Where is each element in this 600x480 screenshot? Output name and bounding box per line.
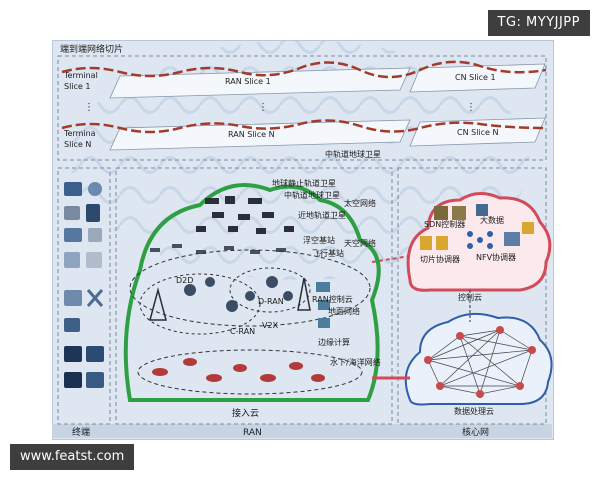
dran-ellipse	[229, 267, 311, 313]
slicing-meo-label: 中轨道地球卫星	[325, 149, 381, 159]
meo-satellite-label: 中轨道地球卫星	[284, 190, 340, 200]
aerial-bs-label: 飞行基站	[312, 248, 344, 258]
geo-satellite-label: 地球静止轨道卫星	[272, 178, 336, 188]
satellite-icons	[196, 196, 294, 234]
slice-dots-3: ⋮	[466, 102, 476, 113]
underwater-device-icons	[152, 358, 325, 382]
website-watermark: www.featst.com	[10, 444, 135, 470]
terminal-slice1-line2: Slice 1	[64, 82, 90, 91]
terminal-devices	[64, 182, 104, 388]
cn-sliceN-label: CN Slice N	[457, 128, 499, 137]
cn-slice1-label: CN Slice 1	[455, 73, 496, 82]
ground-network-label: 地面网络	[328, 306, 360, 316]
slicing-frame	[57, 55, 547, 161]
sdn-controller-label: SDN控制器	[424, 219, 465, 229]
terminal-sliceN-line1: Termina	[63, 129, 96, 138]
underwater-ellipse	[137, 349, 363, 395]
ground-device-icons	[149, 276, 330, 328]
access-cloud-outline	[123, 183, 381, 402]
ran-sliceN-plane	[109, 119, 411, 151]
dran-label: D-RAN	[258, 297, 284, 306]
cn-sliceN-plane	[409, 117, 546, 147]
terminal-column-label: 终端	[72, 426, 90, 438]
air-network-label: 天空网络	[344, 238, 376, 248]
ran-slice1-label: RAN Slice 1	[225, 77, 271, 86]
slicing-title: 端到端网络切片	[60, 43, 123, 55]
space-network-label: 太空网络	[344, 198, 376, 208]
terminal-sliceN-line2: Slice N	[64, 140, 91, 149]
underwater-network-label: 水下/海洋网络	[330, 357, 381, 367]
slice-orchestrator-label: 切片协调器	[420, 254, 460, 264]
ran-slice1-plane	[109, 67, 411, 99]
big-data-label: 大数据	[480, 215, 504, 225]
core-device-icons	[420, 204, 534, 250]
cran-ellipse	[139, 273, 261, 335]
edge-computing-label: 边缘计算	[318, 337, 350, 347]
cn-slice1-plane	[409, 63, 546, 93]
cran-label: C-RAN	[230, 327, 255, 336]
data-cloud-mesh	[427, 329, 533, 395]
data-processing-cloud-label: 数据处理云	[454, 406, 494, 416]
drone-icons	[150, 244, 286, 254]
nfv-orchestrator-label: NFV协调器	[476, 252, 516, 262]
ground-network-ellipse	[129, 249, 371, 327]
core-column-label: 核心网	[462, 426, 489, 438]
d2d-label: D2D	[176, 276, 193, 285]
background-texture	[70, 40, 530, 280]
terminal-slice1-line1: Terminal	[63, 71, 98, 80]
tg-watermark: TG: MYYJJPP	[487, 10, 590, 36]
ran-column-label: RAN	[243, 428, 262, 438]
slice1-wave	[61, 60, 547, 79]
slice-dots-2: ⋮	[258, 102, 268, 113]
leo-satellite-label: 近地轨道卫星	[298, 210, 346, 220]
ran-control-cloud-label: RAN控制云	[312, 294, 353, 304]
ran-sliceN-label: RAN Slice N	[228, 130, 275, 139]
core-column-frame	[397, 167, 547, 425]
access-cloud-label: 接入云	[232, 407, 259, 419]
v2x-label: V2X	[262, 321, 279, 330]
data-cloud-nodes	[424, 326, 536, 398]
bottom-label-strip	[52, 424, 552, 438]
sliceN-wave	[61, 119, 547, 134]
slice-dots-1: ⋮	[84, 102, 94, 113]
stratosphere-bs-label: 浮空基站	[303, 235, 335, 245]
